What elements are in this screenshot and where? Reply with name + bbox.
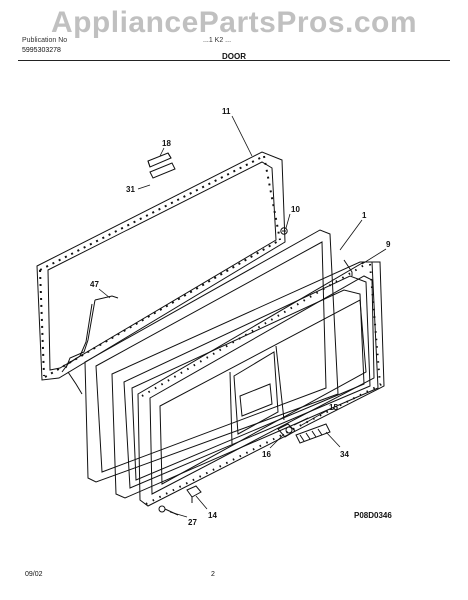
callout-11: 11 (222, 107, 231, 116)
callout-47: 47 (90, 280, 99, 289)
callout-18: 18 (162, 139, 171, 148)
callout-31: 31 (126, 185, 135, 194)
section-title: DOOR (222, 52, 246, 61)
door-panel-part (137, 261, 385, 507)
figure-id: P08D0346 (354, 511, 392, 520)
callout-1: 1 (362, 211, 367, 220)
screw-part-10 (280, 227, 288, 235)
wire-harness-part (61, 295, 119, 395)
latch-assembly-part (277, 417, 331, 444)
callout-15: 15 (329, 403, 338, 412)
callout-16: 16 (262, 450, 271, 459)
door-frame-part (111, 259, 379, 499)
header-divider (18, 60, 450, 61)
publication-number: 5995303278 (22, 47, 61, 54)
callout-34: 34 (340, 450, 349, 459)
door-gasket-part (36, 151, 286, 381)
model-number: ...1 K2 ... (203, 37, 232, 44)
callout-27: 27 (188, 518, 197, 527)
leader-lines (98, 115, 387, 518)
watermark-logo: AppliancePartsPros.com (50, 6, 418, 39)
footer-date: 09/02 (25, 571, 43, 578)
handle-clip-part (147, 152, 176, 179)
publication-label: Publication No (22, 37, 68, 44)
callout-10: 10 (291, 205, 300, 214)
bracket-part-14 (186, 485, 202, 503)
callout-9: 9 (386, 240, 391, 249)
page-number: 2 (211, 571, 215, 578)
callout-14: 14 (208, 511, 217, 520)
door-liner-part (84, 229, 339, 483)
